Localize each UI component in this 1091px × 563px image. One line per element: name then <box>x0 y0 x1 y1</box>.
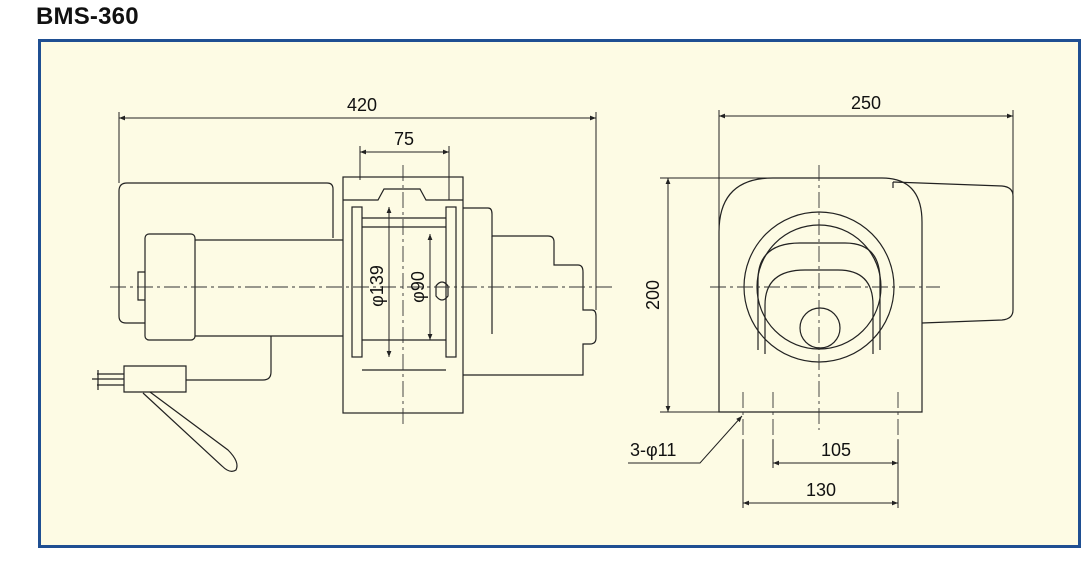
page-title: BMS-360 <box>36 3 139 30</box>
dim-250: 250 <box>851 93 881 113</box>
plug-lever <box>142 391 238 472</box>
power-plug <box>92 365 187 393</box>
front-housing <box>718 177 923 413</box>
dim-200: 200 <box>643 280 663 310</box>
drawing-frame <box>38 39 1081 548</box>
front-motor <box>892 181 1014 324</box>
dim-130: 130 <box>806 480 836 500</box>
power-cable <box>186 336 272 381</box>
side-view: 420 75 φ139 φ90 <box>92 95 612 472</box>
dim-dia-139: φ139 <box>367 265 387 307</box>
dim-holes-3-dia-11: 3-φ11 <box>630 440 676 460</box>
dim-75: 75 <box>394 129 414 149</box>
dim-dia-90: φ90 <box>408 271 428 303</box>
dim-105: 105 <box>821 440 851 460</box>
gear-box <box>463 207 597 376</box>
front-view: 250 200 105 130 3-φ11 <box>628 93 1014 508</box>
motor-body <box>195 239 343 337</box>
dim-420: 420 <box>347 95 377 115</box>
motor-housing <box>118 182 334 324</box>
